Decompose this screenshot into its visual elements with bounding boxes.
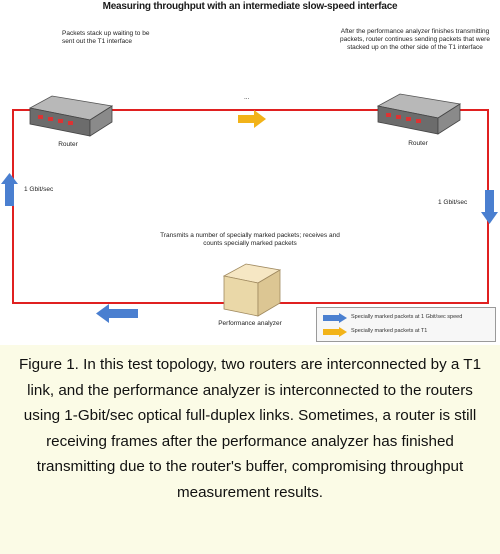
- figure-caption: Figure 1. In this test topology, two rou…: [0, 345, 500, 554]
- diagram-graphics: [1, 93, 498, 323]
- bottom-left-arrow-icon: [96, 304, 138, 323]
- note-right: After the performance analyzer finishes …: [340, 28, 490, 51]
- left-link-speed: 1 Gbit/sec: [24, 186, 54, 193]
- legend-gbit-label: Specially marked packets at 1 Gbit/sec s…: [351, 314, 463, 320]
- router-left-icon: [28, 95, 114, 137]
- t1-link-dots: ...: [244, 94, 250, 101]
- note-analyzer: Transmits a number of specially marked p…: [160, 232, 340, 247]
- legend-item-t1: Specially marked packets at T1: [323, 327, 493, 337]
- legend-item-gbit: Specially marked packets at 1 Gbit/sec s…: [323, 313, 493, 323]
- router-right-icon: [376, 93, 462, 135]
- network-diagram: Measuring throughput with an intermediat…: [1, 1, 498, 342]
- t1-arrow-icon: [238, 110, 266, 128]
- legend-yellow-arrow-icon: [323, 327, 347, 337]
- right-down-arrow-icon: [481, 190, 498, 224]
- legend-t1-label: Specially marked packets at T1: [351, 328, 428, 334]
- analyzer-label: Performance analyzer: [218, 320, 282, 327]
- caption-text: Figure 1. In this test topology, two rou…: [18, 356, 482, 501]
- legend: Specially marked packets at 1 Gbit/sec s…: [316, 307, 496, 342]
- router-left-label: Router: [58, 141, 78, 148]
- analyzer-icon: [222, 263, 282, 317]
- legend-blue-arrow-icon: [323, 313, 347, 323]
- right-link-speed: 1 Gbit/sec: [438, 199, 468, 206]
- diagram-title: Measuring throughput with an intermediat…: [102, 1, 398, 12]
- router-right-label: Router: [408, 140, 428, 147]
- left-up-arrow-icon: [1, 173, 18, 206]
- note-left: Packets stack up waiting to be sent out …: [62, 30, 150, 45]
